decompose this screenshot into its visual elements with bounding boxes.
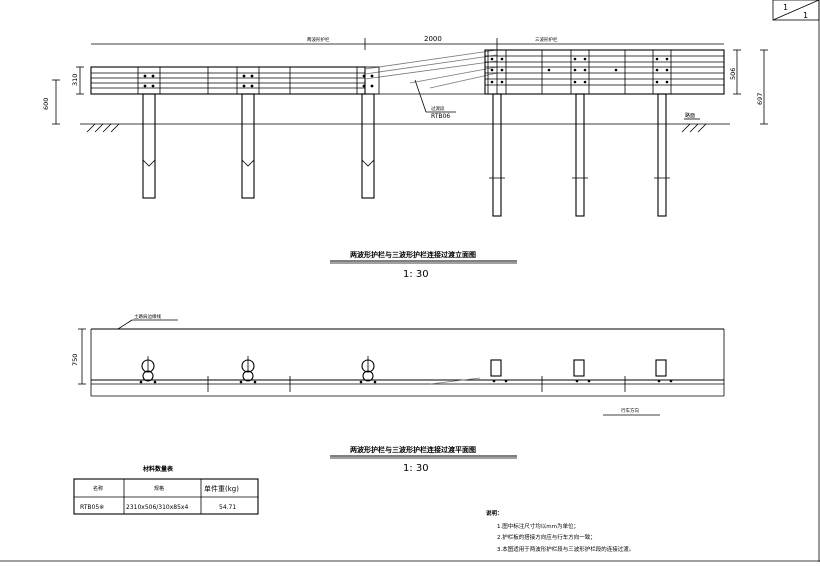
- materials-title: 材料数量表: [142, 465, 174, 473]
- plan-scale: 1: 30: [403, 463, 429, 474]
- elevation-view: 两波形护栏 2000 三波形护栏: [42, 35, 768, 280]
- post: [142, 93, 156, 199]
- top-dimension: 两波形护栏 2000 三波形护栏: [91, 35, 724, 50]
- post: [657, 93, 667, 217]
- dim-plan-width: 750: [71, 354, 79, 366]
- elevation-scale: 1: 30: [403, 269, 429, 280]
- note-item: 2.护栏板的搭接方向应与行车方向一致；: [497, 533, 596, 541]
- table-cell-name: RTB05※: [80, 504, 104, 511]
- table-header-weight: 单件重(kg): [204, 484, 239, 493]
- left-dimensions: 600 310: [42, 66, 84, 125]
- page-number: 1: [783, 3, 788, 12]
- edge-line-label: 土路肩边缘线: [134, 313, 161, 320]
- plan-title-block: 两波形护栏与三波形护栏连接过渡平面图 1: 30: [330, 445, 517, 474]
- note-item: 3.本图适用于两波形护栏段与三波形护栏段的连接过渡。: [497, 545, 634, 553]
- materials-table: 材料数量表 名称 规格 单件重(kg) RTB05※ 2310x506/310x…: [73, 465, 259, 515]
- post: [575, 93, 585, 217]
- dim-right-height: 697: [756, 93, 764, 105]
- plan-three-wave-posts: [490, 359, 673, 392]
- page-number-box: [772, 0, 820, 21]
- ground-label: 路面: [685, 112, 695, 119]
- two-wave-beam: [90, 66, 366, 95]
- notes-block: 说明： 1.图中标注尺寸均以mm为单位； 2.护栏板的搭接方向应与行车方向一致；…: [486, 509, 634, 553]
- direction-callout: 行车方向: [603, 407, 660, 416]
- plan-title: 两波形护栏与三波形护栏连接过渡平面图: [350, 445, 476, 454]
- post: [492, 93, 502, 217]
- transition-callout: 过渡段 RTB06: [414, 79, 456, 120]
- table-cell-spec: 2310x506/310x85x4: [126, 504, 188, 511]
- label-three-wave-section: 三波形护栏: [535, 36, 558, 43]
- dim-post-spacing: 310: [71, 74, 79, 86]
- dim-transition-length: 2000: [424, 35, 442, 43]
- edge-line-callout: 土路肩边缘线: [117, 313, 178, 330]
- transition-piece-code: RTB06: [431, 113, 450, 120]
- table-header-name: 名称: [93, 485, 103, 492]
- three-wave-beam: [484, 49, 725, 95]
- label-two-wave-section: 两波形护栏: [307, 36, 330, 43]
- note-item: 1.图中标注尺寸均以mm为单位；: [497, 522, 579, 530]
- ground-line: 路面: [80, 112, 730, 133]
- plan-two-wave-posts: [139, 356, 377, 392]
- post: [241, 93, 255, 199]
- plan-view: 土路肩边缘线 750 行车方向 两波形护栏与三波形护栏连接过渡平面图 1: 30: [71, 313, 725, 474]
- transition-piece-label: 过渡段: [431, 105, 445, 112]
- two-wave-posts: [137, 66, 380, 199]
- three-wave-posts: [487, 49, 672, 217]
- table-header-spec: 规格: [154, 485, 164, 492]
- direction-label: 行车方向: [621, 407, 639, 414]
- page-total: 1: [803, 11, 808, 20]
- elevation-title-block: 两波形护栏与三波形护栏连接过渡立面图 1: 30: [330, 250, 517, 280]
- elevation-title: 两波形护栏与三波形护栏连接过渡立面图: [350, 250, 476, 259]
- plan-width-dimension: 750: [71, 328, 86, 385]
- notes-heading: 说明：: [486, 509, 503, 517]
- post: [361, 93, 375, 199]
- transition-piece: [364, 49, 498, 95]
- dim-right-beam: 506: [729, 68, 737, 80]
- right-dimensions: 506 697: [729, 49, 768, 125]
- table-cell-weight: 54.71: [219, 504, 236, 511]
- dim-left-height: 600: [42, 98, 50, 110]
